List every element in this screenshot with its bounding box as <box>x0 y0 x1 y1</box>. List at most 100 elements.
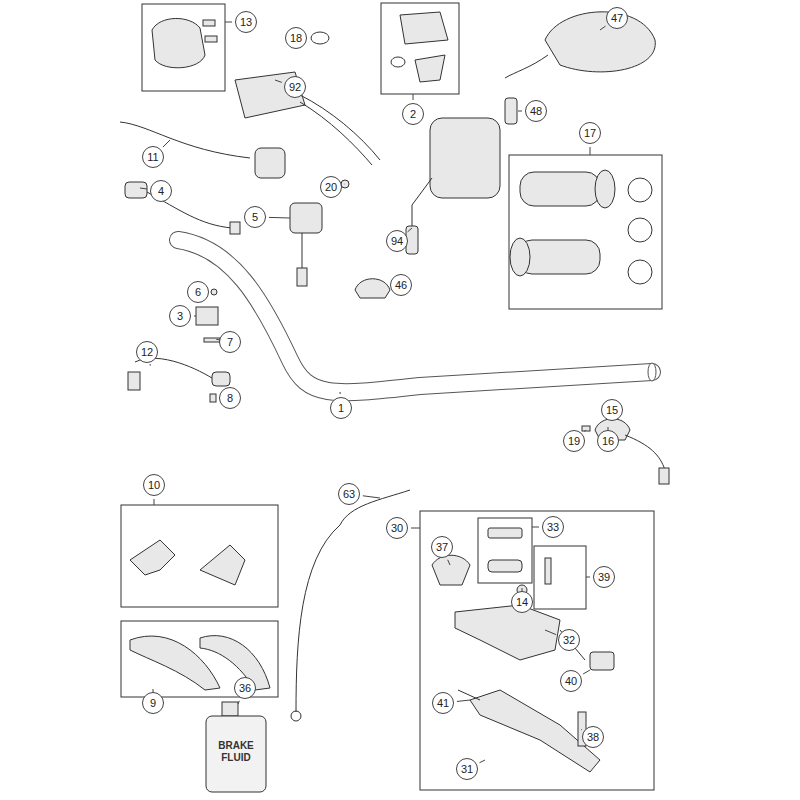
callout-number: 17 <box>579 122 601 144</box>
cable <box>300 95 380 160</box>
boot <box>590 652 614 670</box>
screw <box>341 180 349 188</box>
adapter <box>505 98 517 124</box>
leader-line <box>140 188 147 189</box>
callout-number: 20 <box>320 176 342 198</box>
cable-end <box>291 711 301 721</box>
cable-tie <box>311 32 329 44</box>
bracket <box>125 182 147 198</box>
master-cylinder <box>455 605 560 660</box>
screw <box>582 426 590 431</box>
callout-number: 31 <box>456 758 478 780</box>
cover <box>400 12 448 44</box>
mirror-stem <box>412 178 432 230</box>
callout-number: 37 <box>431 536 453 558</box>
bottle-cap <box>222 702 238 716</box>
ring <box>628 218 652 242</box>
leader-line <box>275 80 282 82</box>
leader-line <box>411 528 420 529</box>
callout-number: 15 <box>601 399 623 421</box>
callout-number: 48 <box>525 100 547 122</box>
callout-number: 1 <box>330 397 352 419</box>
leader-line <box>150 364 151 366</box>
connector <box>230 222 240 234</box>
switch <box>290 203 322 233</box>
cap <box>488 528 522 538</box>
clamp <box>432 555 470 585</box>
leader-line <box>269 217 290 219</box>
callout-number: 46 <box>390 274 412 296</box>
callout-number: 6 <box>187 281 209 303</box>
screw <box>205 36 217 42</box>
leader-line <box>340 392 341 394</box>
switch-housing <box>152 18 205 67</box>
callout-number: 38 <box>582 726 604 748</box>
leader-line <box>621 419 622 420</box>
leader-line <box>480 760 485 763</box>
callout-number: 19 <box>563 430 585 452</box>
leader-line <box>518 111 522 112</box>
leader-line <box>238 701 239 704</box>
callout-number: 18 <box>285 27 307 49</box>
ring <box>628 178 652 202</box>
leader-line <box>448 560 450 565</box>
group-box <box>509 155 662 309</box>
brake-lever <box>470 690 600 772</box>
callout-number: 16 <box>597 430 619 452</box>
leader-line <box>194 316 196 317</box>
switch <box>255 148 285 178</box>
sensor <box>212 372 230 386</box>
connector <box>659 468 669 484</box>
callout-number: 7 <box>219 331 241 353</box>
callout-number: 47 <box>606 7 628 29</box>
clip <box>391 57 405 67</box>
connector <box>297 268 307 286</box>
callout-number: 9 <box>142 692 164 714</box>
cable <box>300 102 372 165</box>
callout-number: 3 <box>169 305 191 327</box>
diaphragm <box>488 560 522 572</box>
handlebar <box>178 240 656 392</box>
leader-line <box>413 94 414 100</box>
group-box <box>381 3 459 94</box>
leader-line <box>387 286 388 287</box>
callout-number: 14 <box>511 591 533 613</box>
throttle-housing <box>235 72 305 118</box>
bracket <box>200 545 245 585</box>
leader-line <box>532 527 539 528</box>
leader-line <box>154 499 155 505</box>
bracket <box>130 540 175 575</box>
callout-number: 4 <box>150 180 172 202</box>
callout-number: 41 <box>432 692 454 714</box>
group-box <box>142 4 225 91</box>
callout-number: 30 <box>386 517 408 539</box>
pin <box>204 338 220 342</box>
leader-line <box>225 22 232 23</box>
callout-number: 32 <box>558 629 580 651</box>
leader-line <box>545 630 556 635</box>
leader-line <box>408 228 412 232</box>
plate <box>196 307 218 325</box>
callout-number: 36 <box>234 677 256 699</box>
callout-number: 10 <box>143 474 165 496</box>
leader-line <box>163 140 170 147</box>
mirror <box>430 118 500 198</box>
screw <box>545 558 551 584</box>
mirror <box>545 12 655 72</box>
leader-line <box>363 496 380 498</box>
callout-number: 63 <box>338 483 360 505</box>
callout-number: 12 <box>136 341 158 363</box>
wire <box>120 122 250 158</box>
leader-line <box>457 700 470 701</box>
cable <box>296 490 410 712</box>
brake-fluid-bottle <box>206 716 266 792</box>
connector <box>128 372 140 390</box>
nut <box>211 289 217 295</box>
callout-number: 11 <box>142 146 164 168</box>
mirror-stem <box>505 55 548 78</box>
group-box <box>478 518 532 583</box>
leader-line <box>590 147 591 155</box>
grip-flange <box>510 238 530 276</box>
